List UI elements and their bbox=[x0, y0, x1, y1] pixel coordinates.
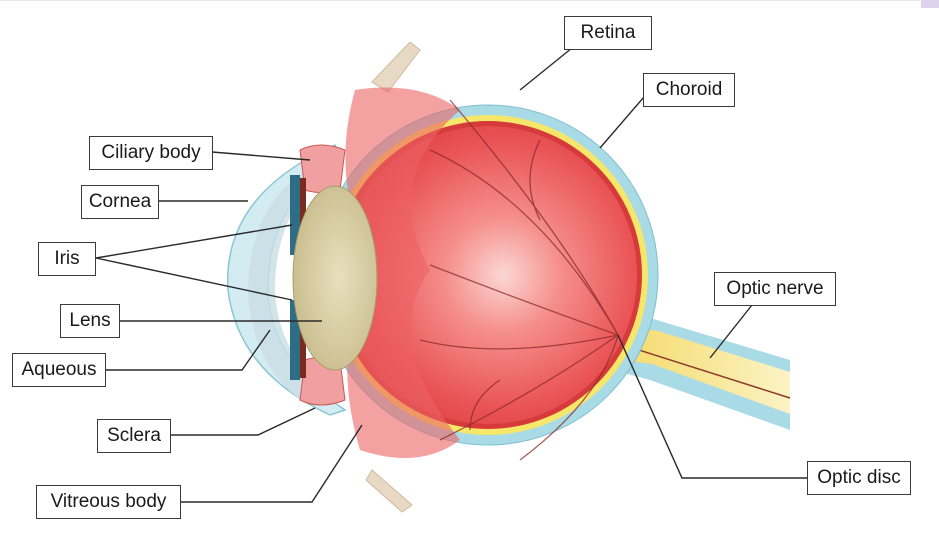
label-sclera: Sclera bbox=[97, 419, 171, 453]
label-cornea: Cornea bbox=[81, 185, 159, 219]
lens-shape bbox=[293, 186, 377, 370]
label-ciliary-body: Ciliary body bbox=[89, 136, 213, 170]
leader-sclera bbox=[170, 408, 315, 435]
ciliary-body-top bbox=[300, 145, 345, 193]
label-choroid: Choroid bbox=[643, 73, 735, 107]
label-vitreous-body: Vitreous body bbox=[36, 485, 181, 519]
label-optic-nerve: Optic nerve bbox=[714, 272, 836, 306]
label-iris: Iris bbox=[38, 242, 96, 276]
label-lens: Lens bbox=[60, 304, 120, 338]
label-retina: Retina bbox=[564, 16, 652, 50]
eye-muscle-top bbox=[372, 42, 420, 92]
leader-ciliary bbox=[212, 152, 310, 160]
leader-retina bbox=[520, 48, 572, 90]
label-aqueous: Aqueous bbox=[12, 353, 106, 387]
eye-muscle-bottom bbox=[366, 470, 412, 512]
label-optic-disc: Optic disc bbox=[807, 461, 911, 495]
